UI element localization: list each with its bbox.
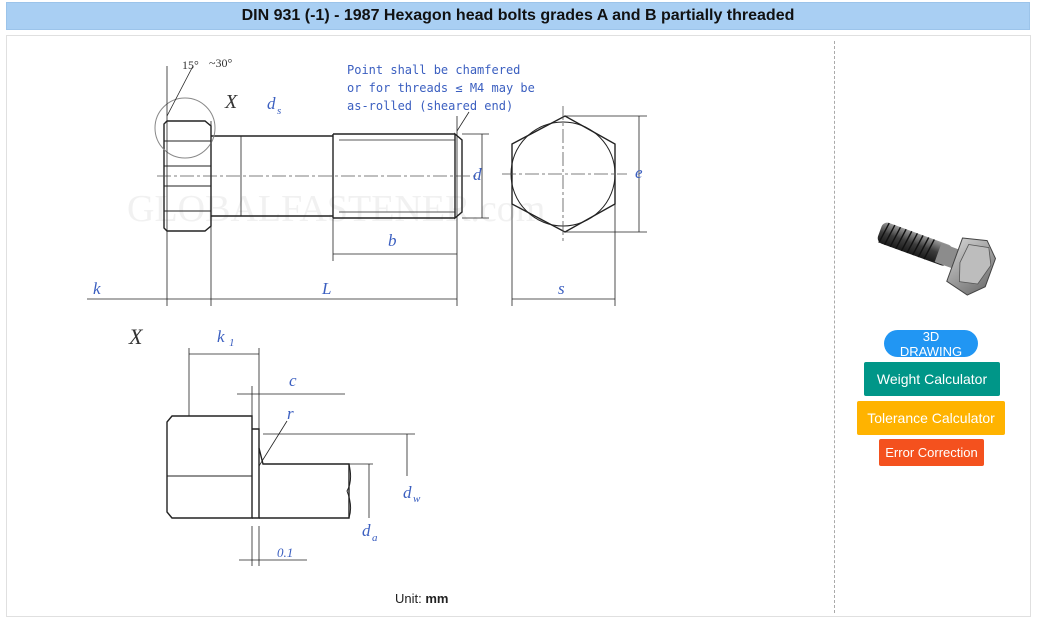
weight-calculator-button[interactable]: Weight Calculator xyxy=(864,362,1000,396)
page-title: DIN 931 (-1) - 1987 Hexagon head bolts g… xyxy=(241,7,795,24)
dim-d-label: d xyxy=(473,165,482,184)
tolerance-calculator-button[interactable]: Tolerance Calculator xyxy=(857,401,1005,435)
dim-da-label: d xyxy=(362,521,371,540)
3d-drawing-button[interactable]: 3D DRAWING xyxy=(884,329,978,359)
sidebar: 3D DRAWING Weight Calculator Tolerance C… xyxy=(835,36,1031,616)
bolt-3d-image xyxy=(877,222,997,296)
note-line-3: as-rolled (sheared end) xyxy=(347,99,513,113)
detail-title: X xyxy=(128,324,144,349)
technical-drawing: GLOBALFASTENER.com xyxy=(87,56,647,566)
detail-circle xyxy=(154,97,216,159)
note-line-1: Point shall be chamfered xyxy=(347,63,520,77)
dim-r-label: r xyxy=(287,404,294,423)
angle-label-15: 15° xyxy=(182,58,199,72)
dim-ds-sub: s xyxy=(277,105,281,117)
error-correction-button[interactable]: Error Correction xyxy=(879,439,984,466)
detail-x-view xyxy=(166,415,352,519)
angle-label-30: ~30° xyxy=(209,56,232,70)
dim-k-label: k xyxy=(93,279,101,298)
unit-caption: Unit: xyxy=(395,591,422,606)
panel-divider xyxy=(834,41,835,613)
dim-b-label: b xyxy=(388,231,397,250)
dim-01-label: 0.1 xyxy=(277,545,293,560)
dim-dw-label: d xyxy=(403,483,412,502)
unit-value: mm xyxy=(425,591,449,606)
dim-k1-sub: 1 xyxy=(229,337,235,349)
page-title-bar: DIN 931 (-1) - 1987 Hexagon head bolts g… xyxy=(6,2,1030,30)
dim-s-label: s xyxy=(558,279,565,298)
dim-ds-label: d xyxy=(267,94,276,113)
content-panel: GLOBALFASTENER.com xyxy=(6,35,1031,617)
note-line-2: or for threads ≤ M4 may be xyxy=(347,81,535,95)
dim-k1-label: k xyxy=(217,327,225,346)
dim-c-label: c xyxy=(289,371,297,390)
dim-L-label: L xyxy=(321,279,331,298)
bolt-side-view xyxy=(157,120,477,232)
dim-e-label: e xyxy=(635,163,643,182)
unit-label: Unit: mm xyxy=(395,591,448,606)
dim-dw-sub: w xyxy=(413,493,421,505)
watermark: GLOBALFASTENER.com xyxy=(127,188,545,230)
dim-da-sub: a xyxy=(372,532,378,544)
detail-marker: X xyxy=(224,91,238,113)
